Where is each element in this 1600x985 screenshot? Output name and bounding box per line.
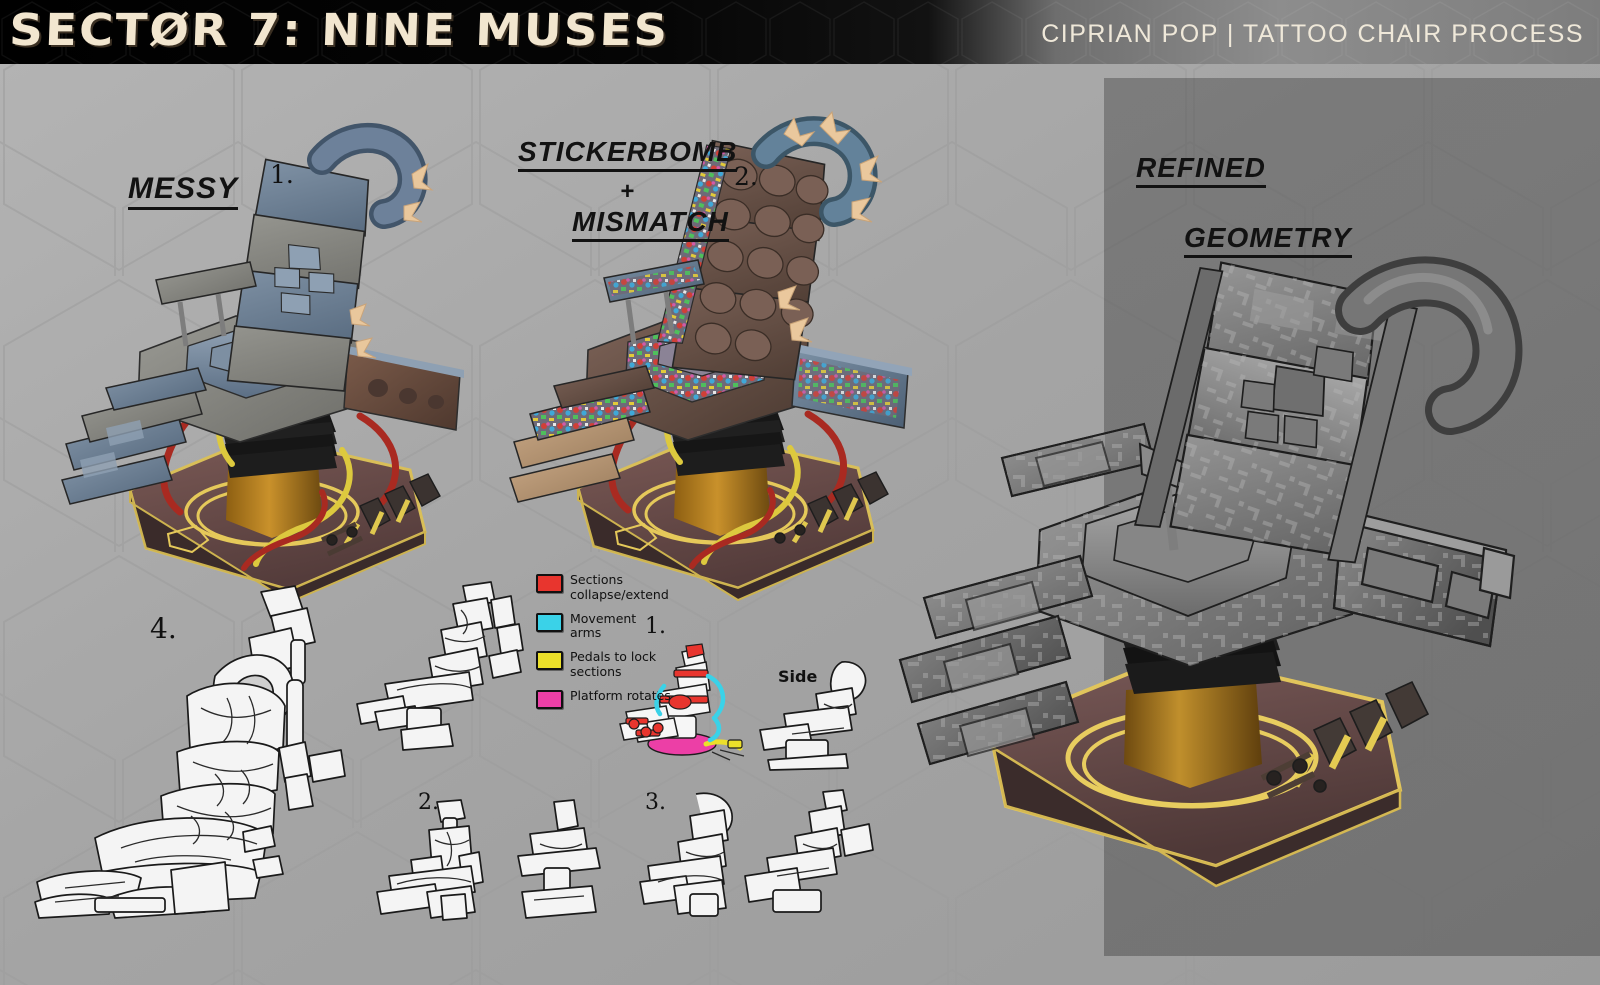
sheet-title: SECTØR 7: NINE MUSES: [8, 5, 671, 56]
header-bar: SECTØR 7: NINE MUSES CIPRIAN POP | TATTO…: [0, 0, 1600, 64]
legend-swatch-sections: [536, 574, 563, 593]
label-geometry: GEOMETRY: [1184, 222, 1352, 258]
number-thumb-1: 1.: [645, 614, 666, 639]
number-messy: 1.: [270, 160, 294, 189]
number-sketch-3: 3.: [645, 790, 666, 815]
legend-row: Sections collapse/extend: [536, 572, 671, 603]
label-stickerbomb: STICKERBOMB: [518, 136, 738, 172]
chair-variant-stickerbomb: [509, 110, 912, 602]
chair-refined-geometry: [898, 256, 1523, 888]
label-refined: REFINED: [1136, 152, 1266, 188]
legend-label-platform: Platform rotates: [570, 687, 671, 703]
label-messy: MESSY: [128, 172, 239, 210]
legend-swatch-pedals: [536, 651, 563, 670]
label-side-view: Side: [778, 667, 818, 686]
number-sketch-4: 4.: [150, 612, 177, 645]
mechanics-legend: Sections collapse/extend Movement arms P…: [536, 572, 671, 718]
legend-row: Movement arms: [536, 610, 671, 642]
legend-label-movement-arms: Movement arms: [570, 610, 637, 641]
chair-thumbnail-side: [759, 661, 867, 771]
legend-label-sections: Sections collapse/extend: [570, 572, 669, 602]
chair-thumbnail-compact: [517, 799, 601, 919]
legend-row: Platform rotates: [536, 687, 671, 709]
chair-thumbnail-reclined: [356, 581, 524, 751]
chair-thumbnail-arm: [744, 789, 874, 913]
legend-row: Pedals to lock sections: [536, 649, 671, 680]
chair-thumbnail-variant3: [639, 792, 733, 917]
artist-credit: CIPRIAN POP | TATTOO CHAIR PROCESS: [1041, 20, 1584, 48]
number-sketch-2: 2.: [418, 790, 439, 815]
chair-thumbnail-variant2: [376, 799, 484, 921]
number-stickerbomb: 2.: [734, 162, 758, 191]
legend-label-pedals: Pedals to lock sections: [570, 649, 657, 679]
label-plus: +: [620, 178, 636, 205]
label-mismatch: MISMATCH: [572, 206, 729, 242]
legend-swatch-platform: [536, 689, 563, 709]
legend-swatch-movement-arms: [536, 612, 563, 632]
chair-lineart-sketch: [34, 585, 346, 919]
chair-variant-messy: [61, 122, 464, 604]
chair-thumbnail-color-coded: [619, 643, 745, 761]
